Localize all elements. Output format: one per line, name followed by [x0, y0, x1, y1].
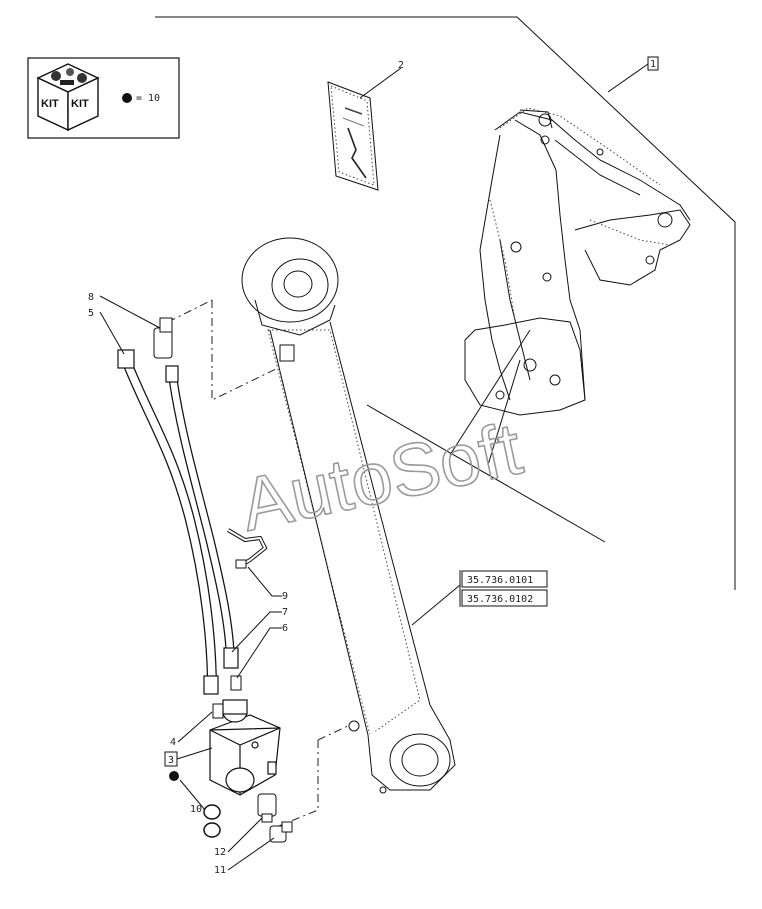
- kit-icon: KIT KIT: [36, 63, 100, 132]
- callout-8: 8: [88, 292, 94, 303]
- kit-legend-text: = 10: [136, 93, 160, 104]
- callout-6: 6: [282, 623, 288, 634]
- callout-5: 5: [88, 308, 94, 319]
- dash-fitting-8: [167, 299, 213, 323]
- hydraulic-cylinder: [241, 237, 456, 794]
- kit-box: KIT KIT = 10: [27, 57, 180, 139]
- leader-callout-9: [247, 566, 282, 597]
- callout-10: 10: [190, 804, 202, 815]
- leader-callout-6: [236, 627, 282, 679]
- leader-callout-1: [607, 63, 649, 93]
- decal: 2: [327, 60, 404, 191]
- leader-arm-c: [487, 359, 521, 466]
- callout-2: 2: [398, 60, 404, 71]
- leader-callout-3: [176, 747, 213, 760]
- watermark-text: AutoSoft: [234, 406, 529, 546]
- callout-4: 4: [170, 737, 176, 748]
- kit-label-right: KIT: [71, 98, 89, 110]
- reference-box-2[interactable]: 35.736.0102: [461, 589, 548, 607]
- leader-callout-7: [231, 611, 282, 653]
- elbow-fitting-top: [153, 317, 173, 359]
- dash-cyl-top: [211, 300, 279, 401]
- callout-7: 7: [282, 607, 288, 618]
- leader-callout-12: [227, 817, 263, 853]
- hose-right: [165, 365, 239, 669]
- loader-arm: [464, 109, 691, 416]
- kit-label-left: KIT: [41, 98, 59, 110]
- leader-callout-11: [227, 837, 275, 871]
- dash-cyl-bottom-b: [317, 724, 351, 741]
- callout-1-box: [647, 56, 659, 71]
- reference-box-1[interactable]: 35.736.0101: [461, 570, 548, 588]
- kit-dot-icon-valve: [169, 771, 179, 781]
- callout-3: 3: [168, 755, 174, 766]
- hose-left: [117, 349, 219, 695]
- leader-top-frame: [155, 16, 736, 590]
- o-rings: [203, 804, 221, 838]
- callout-9: 9: [282, 591, 288, 602]
- leader-reference: [411, 584, 461, 626]
- valve-block: [209, 699, 281, 796]
- reference-2: 35.736.0102: [467, 594, 533, 605]
- loader-arm-ghost: [489, 107, 671, 321]
- kit-dot-icon: [122, 93, 132, 103]
- leader-arm-a: [366, 404, 606, 543]
- dash-cyl-bottom: [273, 740, 319, 829]
- cable-tie: [226, 528, 268, 569]
- leader-callout-4: [177, 711, 213, 743]
- leader-arm-b: [449, 329, 531, 456]
- reference-1: 35.736.0101: [467, 575, 533, 586]
- straight-fitting-12: [257, 793, 277, 823]
- leader-orings: [179, 779, 206, 811]
- callout-12: 12: [214, 847, 226, 858]
- leader-callout-8: [99, 295, 161, 329]
- leader-callout-5: [99, 311, 125, 355]
- callout-1: 1: [650, 59, 656, 70]
- callout-11: 11: [214, 865, 226, 876]
